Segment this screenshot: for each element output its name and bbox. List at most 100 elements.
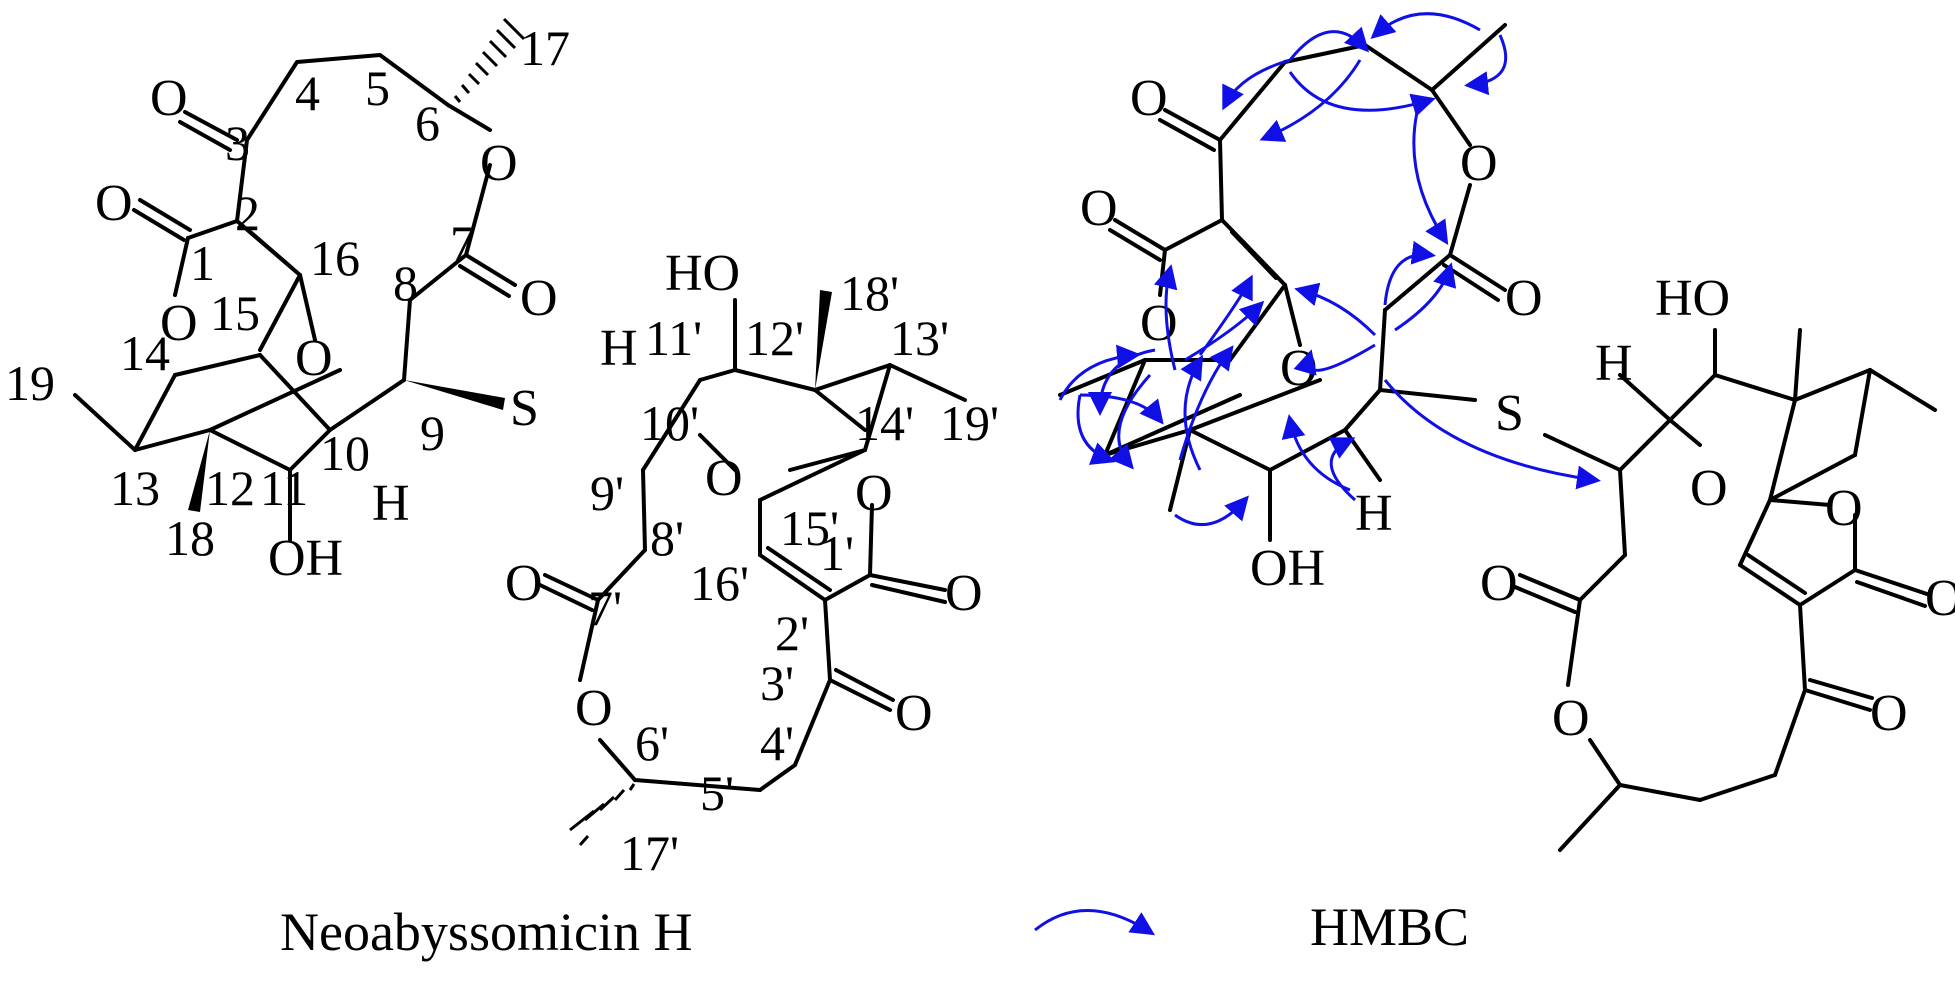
hmbc-correlation (1294, 282, 1377, 337)
hash-bond-17 (453, 17, 526, 103)
hmbc-correlation (1288, 71, 1436, 117)
locant: 8' (650, 510, 684, 566)
curved-arrow-icon (1034, 909, 1156, 936)
hmbc-correlation (1088, 348, 1156, 416)
atom-labels-left-primed: HO H O O O O O O (505, 245, 983, 742)
locant: 15 (210, 285, 260, 341)
legend: HMBC (1034, 897, 1469, 957)
locant: 12 (205, 460, 255, 516)
locant: 8 (393, 255, 418, 311)
locant: 4 (295, 65, 320, 121)
atom-oxygen: O (855, 465, 893, 522)
left-bonds-primed (538, 298, 967, 792)
locant: 19 (5, 355, 55, 411)
atom-oxygen: O (895, 685, 933, 742)
hmbc-correlation (1058, 344, 1141, 401)
atom-oxygen: O (1552, 690, 1590, 747)
locant: 11' (645, 310, 702, 366)
atom-oxygen: O (1140, 295, 1178, 352)
locant: 9 (420, 405, 445, 461)
hmbc-arrows (1058, 12, 1601, 527)
atom-oxygen: O (95, 175, 133, 232)
locant: 15' (780, 500, 839, 556)
atom-oxygen: O (1690, 460, 1728, 517)
numbering-left-primed: 9' 10' 11' 12' 18' 13' 14' 19' 15' 16' 1… (588, 265, 999, 881)
wedge-bond (188, 430, 210, 512)
hmbc-correlation (1184, 300, 1265, 362)
hmbc-correlation (1079, 393, 1164, 425)
hmbc-correlation (1293, 343, 1376, 376)
hmbc-correlation (1109, 373, 1152, 470)
hmbc-correlation (1412, 99, 1449, 246)
hmbc-correlation (1383, 379, 1601, 490)
hmbc-correlation (1222, 58, 1291, 111)
atom-oxygen: O (1870, 685, 1908, 742)
atom-hydrogen: H (1355, 485, 1393, 542)
left-structure: O O O O O O OH H S 3 2 1 4 5 6 7 8 9 10 … (5, 17, 999, 881)
locant: 14' (855, 395, 914, 451)
locant: 9' (590, 465, 624, 521)
locant: 3' (760, 655, 794, 711)
locant: 5 (365, 60, 390, 116)
atom-oxygen: O (705, 450, 743, 507)
atom-hydrogen: H (600, 320, 638, 377)
wedge-bond (815, 290, 832, 390)
atom-oxygen: O (520, 270, 558, 327)
atom-sulfur: S (510, 380, 539, 437)
hash-bond-17p (569, 783, 636, 846)
atom-oxygen: O (480, 135, 518, 192)
atom-oxygen: O (945, 565, 983, 622)
hmbc-correlation (1180, 354, 1204, 471)
locant: 1' (820, 525, 854, 581)
hmbc-correlation (1076, 394, 1116, 465)
locant: 10 (320, 425, 370, 481)
locant: 6' (635, 715, 669, 771)
locant: 7 (450, 215, 475, 271)
atom-labels-right: O O O O O O OH H S HO H O O O O O O (1080, 70, 1955, 747)
hydroxyl-label: HO (665, 245, 740, 302)
hmbc-correlation (1178, 345, 1234, 461)
hmbc-correlation (1370, 12, 1481, 39)
atom-oxygen: O (1080, 180, 1118, 237)
locant: 13' (890, 310, 949, 366)
atom-oxygen: O (1480, 555, 1518, 612)
locant: 16' (690, 555, 749, 611)
locant: 7' (588, 580, 622, 636)
locant: 17' (620, 825, 679, 881)
hmbc-correlation (1464, 34, 1508, 96)
hmbc-correlation (1394, 262, 1457, 332)
locant: 14 (120, 325, 170, 381)
locant: 12' (745, 310, 804, 366)
numbering-left: 3 2 1 4 5 6 7 8 9 10 11 12 13 14 15 16 1… (5, 20, 570, 566)
locant: 13 (110, 460, 160, 516)
atom-oxygen: O (505, 555, 543, 612)
atom-oxygen: O (160, 295, 198, 352)
locant: 18 (165, 510, 215, 566)
atom-oxygen: O (1505, 270, 1543, 327)
atom-oxygen: O (1460, 135, 1498, 192)
legend-label: HMBC (1310, 897, 1469, 957)
hmbc-correlation (1259, 59, 1362, 142)
compound-name: Neoabyssomicin H (280, 902, 692, 962)
atom-sulfur: S (1495, 385, 1524, 442)
locant: 1 (190, 235, 215, 291)
left-bonds (73, 53, 517, 542)
atom-labels-left: O O O O O O OH H S (95, 70, 558, 587)
hmbc-correlation (1174, 495, 1249, 527)
hmbc-correlation (1288, 26, 1370, 61)
atom-oxygen: O (1825, 480, 1863, 537)
atom-oxygen: O (295, 330, 333, 387)
locant: 19' (940, 395, 999, 451)
hydroxyl-label: HO (1655, 270, 1730, 327)
locant: 5' (700, 765, 734, 821)
wedge-bond (404, 380, 505, 410)
locant: 11 (260, 460, 308, 516)
locant: 16 (310, 230, 360, 286)
hmbc-correlation (1383, 240, 1436, 306)
atom-oxygen: O (150, 70, 188, 127)
hmbc-correlation (1153, 264, 1178, 371)
locant: 4' (760, 715, 794, 771)
atom-hydrogen: H (1595, 335, 1633, 392)
hydroxyl-label: OH (1250, 540, 1325, 597)
